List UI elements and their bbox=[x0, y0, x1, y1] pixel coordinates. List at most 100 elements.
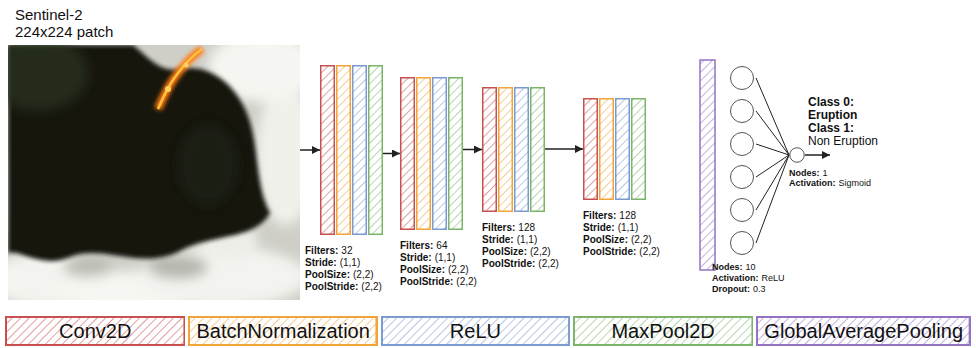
conv-block: Filters:128Stride:(1,1)PoolSize:(2,2)Poo… bbox=[482, 87, 544, 212]
param-line: Stride:(1,1) bbox=[583, 222, 660, 234]
node-caption: Nodes:1Activation:Sigmoid bbox=[789, 168, 871, 188]
connector bbox=[462, 149, 482, 151]
param-value: ReLU bbox=[762, 273, 785, 283]
neuron-circle bbox=[790, 148, 805, 163]
neuron-circle bbox=[731, 199, 754, 222]
layer-bar bbox=[369, 66, 383, 235]
output-node: Nodes:1Activation:Sigmoid bbox=[789, 147, 805, 163]
param-value: (2,2) bbox=[631, 234, 652, 245]
legend-text: ReLU bbox=[450, 320, 501, 342]
param-key: Stride: bbox=[482, 234, 514, 245]
layer-bar bbox=[531, 88, 545, 212]
legend-swatch bbox=[573, 316, 753, 346]
legend-swatch bbox=[188, 316, 377, 346]
param-value: (2,2) bbox=[448, 264, 469, 275]
dense-layer: Nodes:10Activation:ReLUDropout:0.3 bbox=[728, 66, 756, 256]
param-value: 128 bbox=[518, 222, 535, 233]
neuron-circle bbox=[731, 133, 754, 156]
neuron-circle bbox=[731, 166, 754, 189]
param-value: 0.3 bbox=[753, 284, 766, 294]
param-key: PoolStride: bbox=[400, 276, 453, 287]
connector bbox=[756, 78, 789, 243]
param-line: Stride:(1,1) bbox=[482, 234, 559, 246]
class-text: Class 0:EruptionClass 1:Non Eruption bbox=[808, 96, 878, 148]
param-line: Stride:(1,1) bbox=[400, 252, 477, 264]
param-key: PoolSize: bbox=[482, 246, 527, 257]
param-key: PoolStride: bbox=[583, 246, 636, 257]
layer-bar bbox=[616, 99, 630, 200]
param-key: Nodes: bbox=[789, 168, 820, 178]
layer-bars bbox=[320, 65, 382, 235]
param-value: (2,2) bbox=[361, 281, 382, 292]
param-value: (2,2) bbox=[456, 276, 477, 287]
param-value: 128 bbox=[619, 210, 636, 221]
layer-bar bbox=[353, 66, 367, 235]
node-caption: Filters:128Stride:(1,1)PoolSize:(2,2)Poo… bbox=[482, 222, 559, 270]
param-value: (1,1) bbox=[517, 234, 538, 245]
connector bbox=[300, 149, 320, 151]
param-line: Filters:64 bbox=[400, 240, 477, 252]
legend-item: Conv2D bbox=[5, 316, 185, 346]
node-caption: Nodes:10Activation:ReLUDropout:0.3 bbox=[712, 262, 785, 295]
layer-bar bbox=[401, 78, 415, 230]
cloud-layer bbox=[8, 45, 300, 300]
satellite-image bbox=[8, 45, 300, 300]
param-value: 64 bbox=[436, 240, 447, 251]
layer-bars bbox=[583, 98, 645, 200]
param-line: Nodes:1 bbox=[789, 168, 871, 178]
conv-block: Filters:64Stride:(1,1)PoolSize:(2,2)Pool… bbox=[400, 77, 462, 230]
param-value: 1 bbox=[823, 168, 828, 178]
legend-item: GlobalAveragePooling bbox=[756, 316, 971, 346]
neuron-circle bbox=[731, 100, 754, 123]
param-value: (2,2) bbox=[538, 258, 559, 269]
param-key: Stride: bbox=[583, 222, 615, 233]
param-value: (1,1) bbox=[340, 257, 361, 268]
param-line: PoolStride:(2,2) bbox=[583, 246, 660, 258]
param-value: 32 bbox=[341, 245, 352, 256]
param-line: PoolSize:(2,2) bbox=[400, 264, 477, 276]
input-image: Sentinel-2224x224 patch bbox=[8, 45, 300, 300]
param-line: Activation:ReLU bbox=[712, 273, 785, 284]
global-average-pooling-bar bbox=[700, 60, 715, 270]
image-heading: 224x224 patch bbox=[15, 23, 113, 40]
layer-bar bbox=[337, 66, 351, 235]
param-key: Stride: bbox=[305, 257, 337, 268]
connector bbox=[544, 148, 583, 150]
param-key: Nodes: bbox=[712, 262, 743, 272]
layer-bar bbox=[600, 99, 614, 200]
param-key: Filters: bbox=[305, 245, 338, 256]
param-key: Filters: bbox=[400, 240, 433, 251]
param-key: PoolSize: bbox=[583, 234, 628, 245]
legend-item: BatchNormalization bbox=[188, 316, 377, 346]
neuron-column bbox=[728, 66, 756, 256]
param-line: Filters:32 bbox=[305, 245, 382, 257]
legend-text: Conv2D bbox=[59, 320, 131, 342]
param-key: PoolSize: bbox=[400, 264, 445, 275]
lava-glow bbox=[158, 49, 202, 109]
conv-block: Filters:128Stride:(1,1)PoolSize:(2,2)Poo… bbox=[583, 98, 645, 200]
layer-bar bbox=[449, 78, 463, 230]
class-label: Eruption bbox=[808, 109, 878, 122]
param-line: Filters:128 bbox=[583, 210, 660, 222]
layer-bar bbox=[433, 78, 447, 230]
legend-swatch bbox=[381, 316, 570, 346]
param-value: (1,1) bbox=[435, 252, 456, 263]
lava-core bbox=[158, 49, 202, 109]
node-caption: Filters:128Stride:(1,1)PoolSize:(2,2)Poo… bbox=[583, 210, 660, 258]
param-line: Nodes:10 bbox=[712, 262, 785, 273]
output-arrow bbox=[805, 154, 830, 156]
conv-block: Filters:32Stride:(1,1)PoolSize:(2,2)Pool… bbox=[320, 65, 382, 235]
layer-bar bbox=[515, 88, 529, 212]
node-caption: Sentinel-2224x224 patch bbox=[15, 6, 113, 40]
param-value: (2,2) bbox=[353, 269, 374, 280]
param-line: PoolSize:(2,2) bbox=[482, 246, 559, 258]
layer-bar bbox=[321, 66, 335, 235]
param-line: PoolStride:(2,2) bbox=[482, 258, 559, 270]
layer-bar bbox=[417, 78, 431, 230]
layer-bars bbox=[482, 87, 544, 212]
param-key: Filters: bbox=[482, 222, 515, 233]
param-key: PoolStride: bbox=[482, 258, 535, 269]
param-key: Dropout: bbox=[712, 284, 750, 294]
class-label: Class 1: bbox=[808, 122, 878, 135]
